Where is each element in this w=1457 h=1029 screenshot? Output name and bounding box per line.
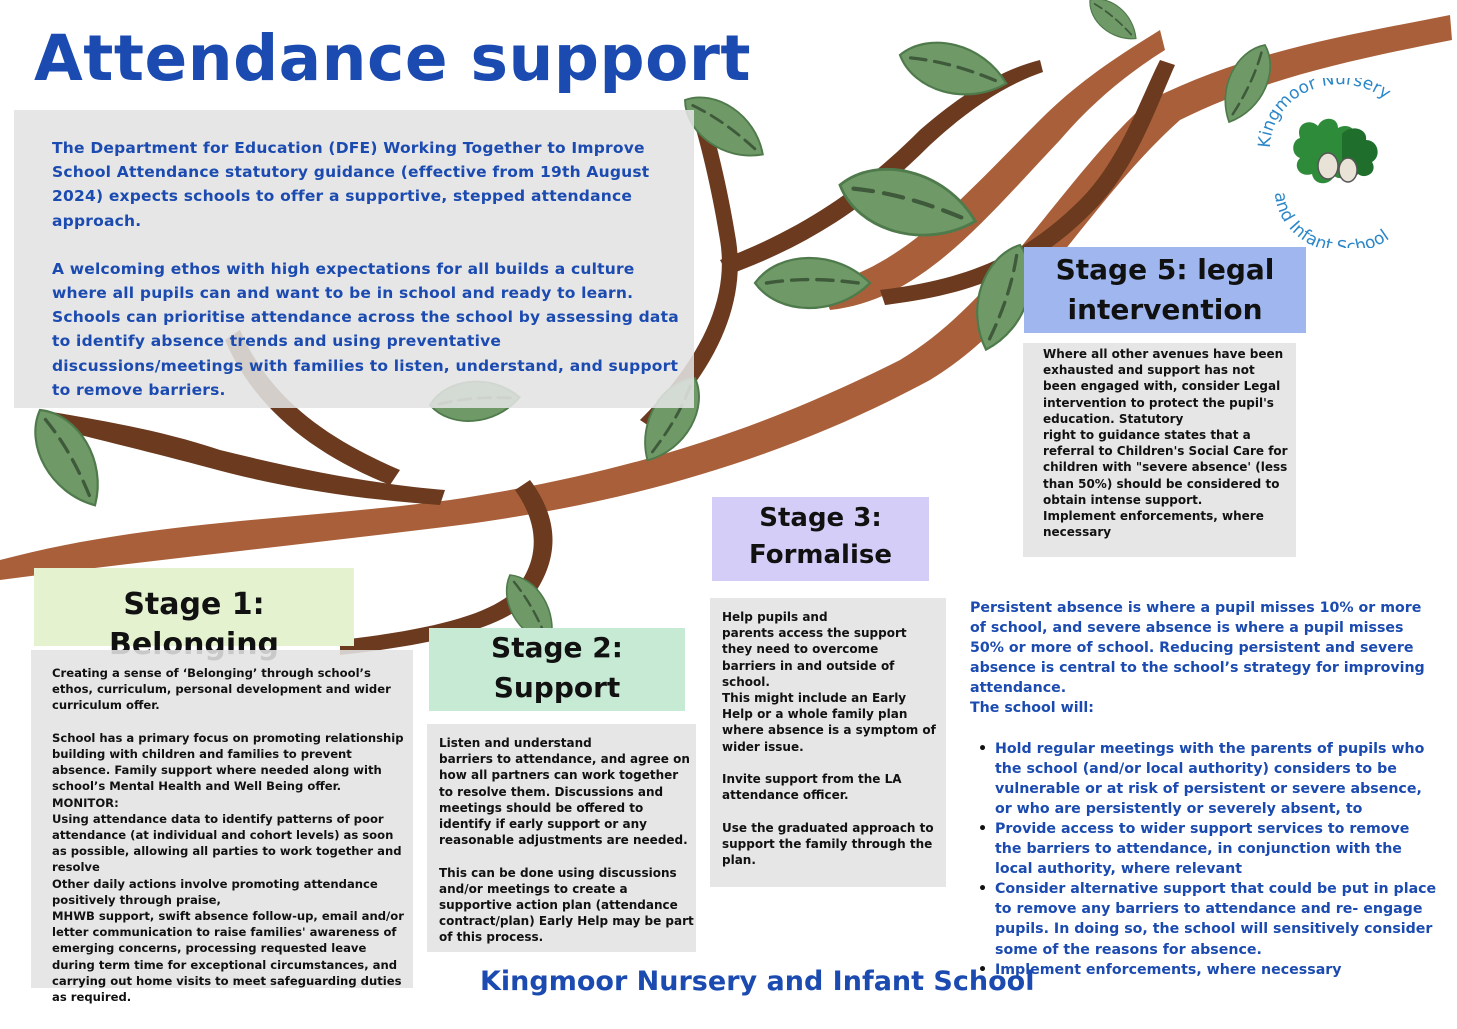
oak-leaf-icon [1293,118,1378,184]
logo-bottom-text: and Infant School [1270,191,1393,248]
stage1-panel [31,650,413,988]
dark-branch-3 [340,480,553,655]
intro-text: The Department for Education (DFE) Worki… [52,136,682,426]
intro-paragraph-1: The Department for Education (DFE) Worki… [52,139,650,230]
stage3-body: Help pupils and parents access the suppo… [722,610,936,868]
stage5-panel [1023,343,1296,557]
stage3-heading: Stage 3: Formalise [712,497,929,581]
school-will-list: Hold regular meetings with the parents o… [970,739,1440,980]
stage1-body: Creating a sense of ‘Belonging’ through … [52,666,404,1005]
persistent-absence-paragraph: Persistent absence is where a pupil miss… [970,600,1425,697]
footer-school-name: Kingmoor Nursery and Infant School [480,966,1035,997]
school-will-lead: The school will: [970,700,1094,717]
leaf-4 [1080,0,1146,50]
list-item: Hold regular meetings with the parents o… [970,739,1440,819]
stage3-heading-line1: Stage 3: [759,503,882,533]
intro-paragraph-2: A welcoming ethos with high expectations… [52,259,679,399]
page-title: Attendance support [34,22,752,95]
list-item: Consider alternative support that could … [970,879,1440,959]
dark-branch-5 [720,60,1043,275]
stage5-heading-line1: Stage 5: legal [1055,253,1275,286]
stage5-body: Where all other avenues have been exhaus… [1043,347,1288,540]
stage2-heading-line2: Support [493,671,621,704]
stage3-panel [710,598,946,887]
list-item: Implement enforcements, where necessary [970,960,1440,980]
stage5-heading-line2: intervention [1067,293,1263,326]
dark-branch-1 [40,410,445,505]
leaf-3 [892,30,1015,109]
stage2-body: Listen and understand barriers to attend… [439,736,694,945]
stage2-heading-line1: Stage 2: [491,631,623,664]
upper-branch [820,30,1165,310]
main-branch [0,15,1452,580]
school-logo: Kingmoor Nursery and Infant School [1255,78,1394,248]
dark-branch-4 [640,105,738,430]
persistent-absence-section: Persistent absence is where a pupil miss… [970,598,1440,980]
stage2-heading: Stage 2: Support [429,628,685,711]
stage5-heading: Stage 5: legal intervention [1024,247,1306,333]
intro-panel [14,110,694,408]
stage1-heading: Stage 1: Belonging [34,568,354,662]
stage2-panel [427,724,696,952]
list-item: Provide access to wider support services… [970,819,1440,879]
stage3-heading-line2: Formalise [749,540,892,570]
